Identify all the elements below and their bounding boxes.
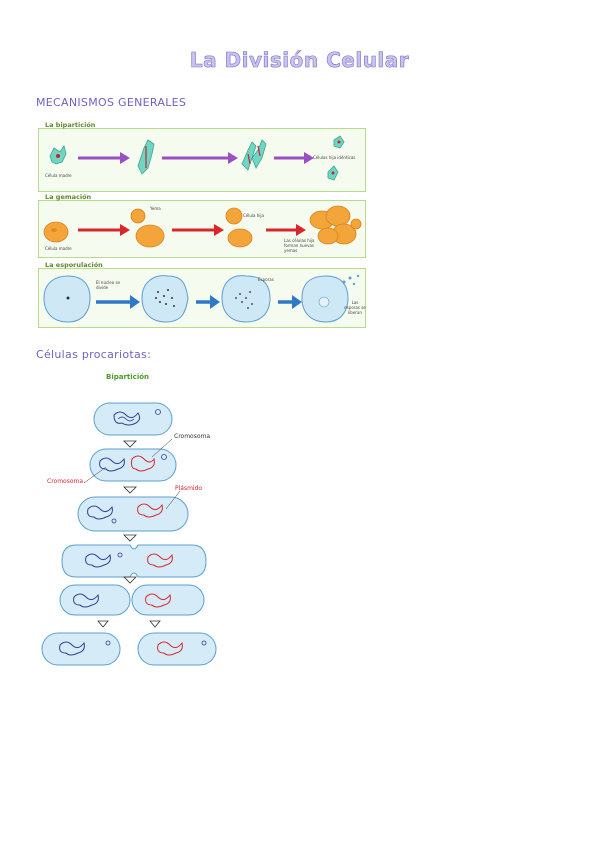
page-title: La División Celular xyxy=(189,48,410,73)
sporulation-freed-label: Las esporas se liberan xyxy=(344,300,366,315)
prokaryote-figure-title: Bipartición xyxy=(106,373,150,381)
bipartition-mother-label: Célula madre xyxy=(45,173,72,178)
budding-daughter-label: Célula hija xyxy=(243,213,264,218)
chromosome-label-2: Cromosoma xyxy=(47,478,84,485)
sporulation-nucleus-label: El núcleo se divide xyxy=(96,280,121,290)
budding-figure xyxy=(43,205,362,248)
sporulation-spores-label: Esporas xyxy=(258,277,274,282)
sporulation-title: La esporulación xyxy=(45,261,103,269)
section-heading-general: MECANISMOS GENERALES xyxy=(36,96,187,109)
budding-title: La gemación xyxy=(45,193,92,201)
chromosome-label-1: Cromosoma xyxy=(174,433,211,440)
bipartition-daughters-label: Células hija idénticas xyxy=(313,155,356,160)
bipartition-title: La bipartición xyxy=(45,121,96,129)
bipartition-panel xyxy=(38,128,366,192)
prokaryote-fission-figure xyxy=(41,402,217,666)
budding-result-label: Las células hija forman nuevas yemas xyxy=(284,238,315,253)
budding-mother-label: Célula madre xyxy=(45,246,72,251)
plasmid-label: Plásmido xyxy=(175,485,203,492)
budding-bud-label: Yema xyxy=(150,206,161,211)
sporulation-figure xyxy=(43,274,360,323)
mother-cell-shape xyxy=(49,145,67,165)
bipartition-figure xyxy=(49,135,345,181)
section-heading-prokaryotes: Células procariotas: xyxy=(36,348,152,361)
